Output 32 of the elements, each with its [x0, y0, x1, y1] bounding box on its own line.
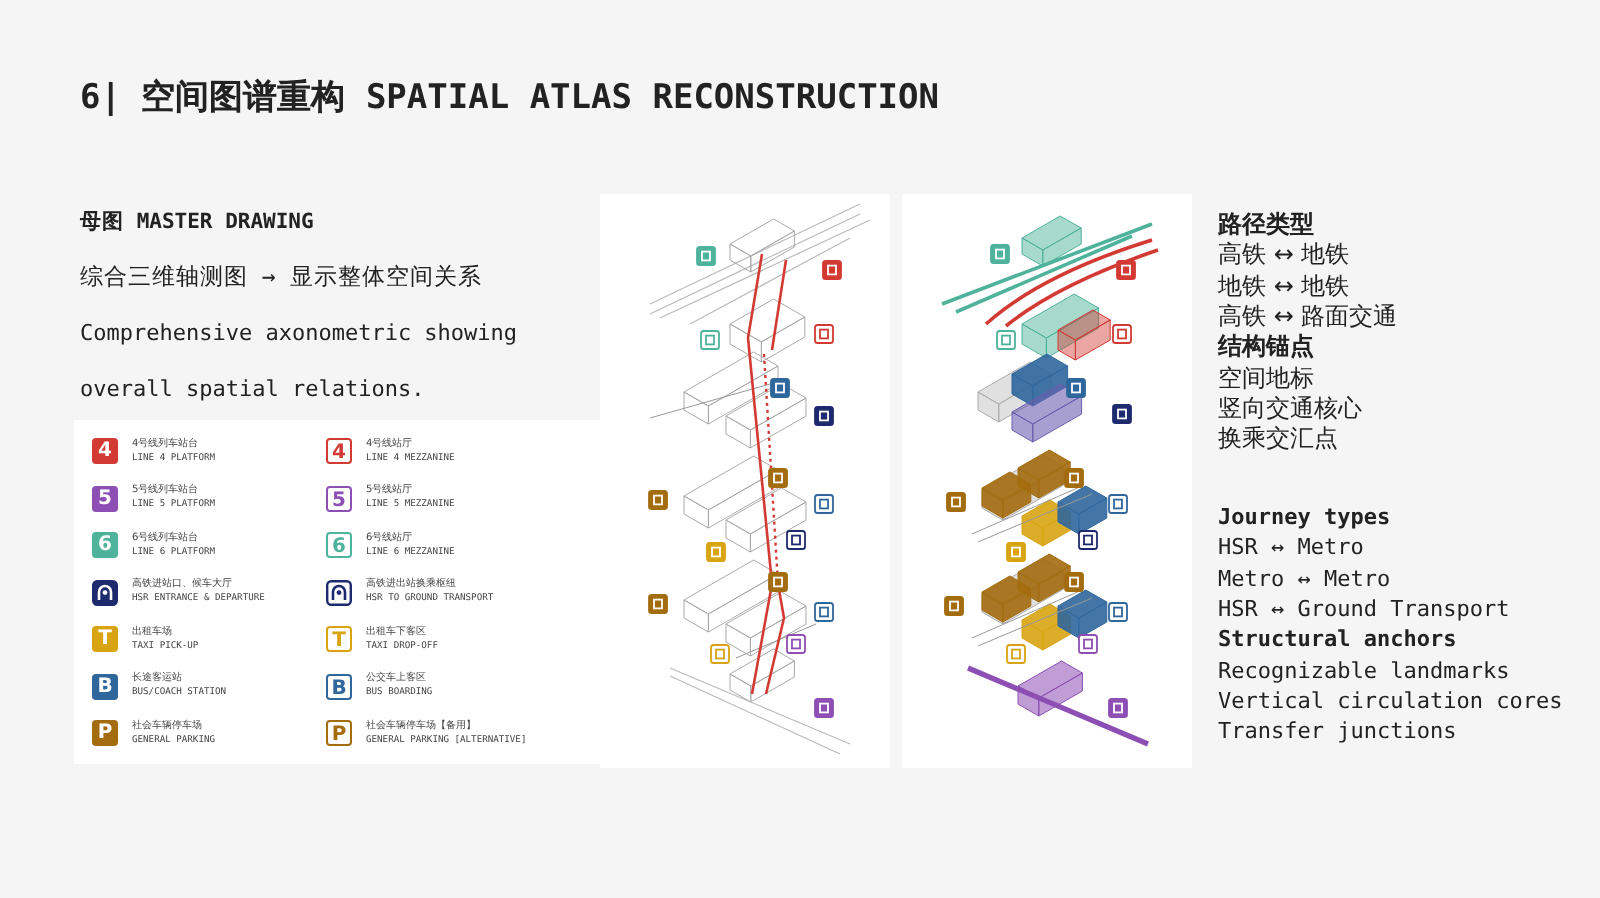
- subtitle-text: 综合三维轴测图 → 显示整体空间关系: [80, 262, 482, 292]
- list-item: HSR ↔ Ground Transport: [1218, 595, 1510, 622]
- list-item: 竖向交通核心: [1218, 391, 1362, 426]
- legend-badge: 4: [92, 438, 118, 464]
- legend-badge: 5: [92, 485, 118, 511]
- list-item: 地铁 ↔ 地铁: [1218, 269, 1350, 303]
- slide-title: 6| 空间图谱重构 SPATIAL ATLAS RECONSTRUCTION: [80, 76, 940, 120]
- legend-badge: 5: [326, 485, 352, 511]
- legend-badge: 6: [92, 532, 118, 558]
- legend-badge: P: [326, 720, 352, 746]
- list-heading: 结构锚点: [1218, 330, 1314, 365]
- legend-badge: B: [326, 673, 352, 699]
- list-item: Transfer junctions: [1218, 718, 1457, 745]
- section-heading: 母图 MASTER DRAWING: [80, 208, 314, 236]
- list-item: 换乘交汇点: [1218, 422, 1338, 457]
- list-item: HSR ↔ Metro: [1218, 534, 1364, 561]
- list-item: 高铁 ↔ 路面交通: [1218, 299, 1398, 333]
- legend-badge: B: [92, 673, 118, 699]
- legend-badge: T: [326, 626, 352, 652]
- legend-badge: 6: [326, 532, 352, 558]
- legend-badge: P: [92, 720, 118, 746]
- list-heading: 路径类型: [1218, 208, 1314, 241]
- list-item: Recognizable landmarks: [1218, 657, 1510, 683]
- list-heading: Structural anchors: [1218, 626, 1457, 653]
- description-text: Comprehensive axonometric showing overall spatial relations.: [80, 318, 520, 405]
- list-item: 空间地标: [1218, 361, 1314, 395]
- legend-badge: T: [92, 626, 118, 652]
- list-heading: Journey types: [1218, 504, 1391, 530]
- legend-badge: 4: [326, 438, 352, 464]
- list-item: Vertical circulation cores: [1218, 687, 1563, 714]
- list-item: 高铁 ↔ 地铁: [1218, 238, 1350, 273]
- list-item: Metro ↔ Metro: [1218, 565, 1391, 592]
